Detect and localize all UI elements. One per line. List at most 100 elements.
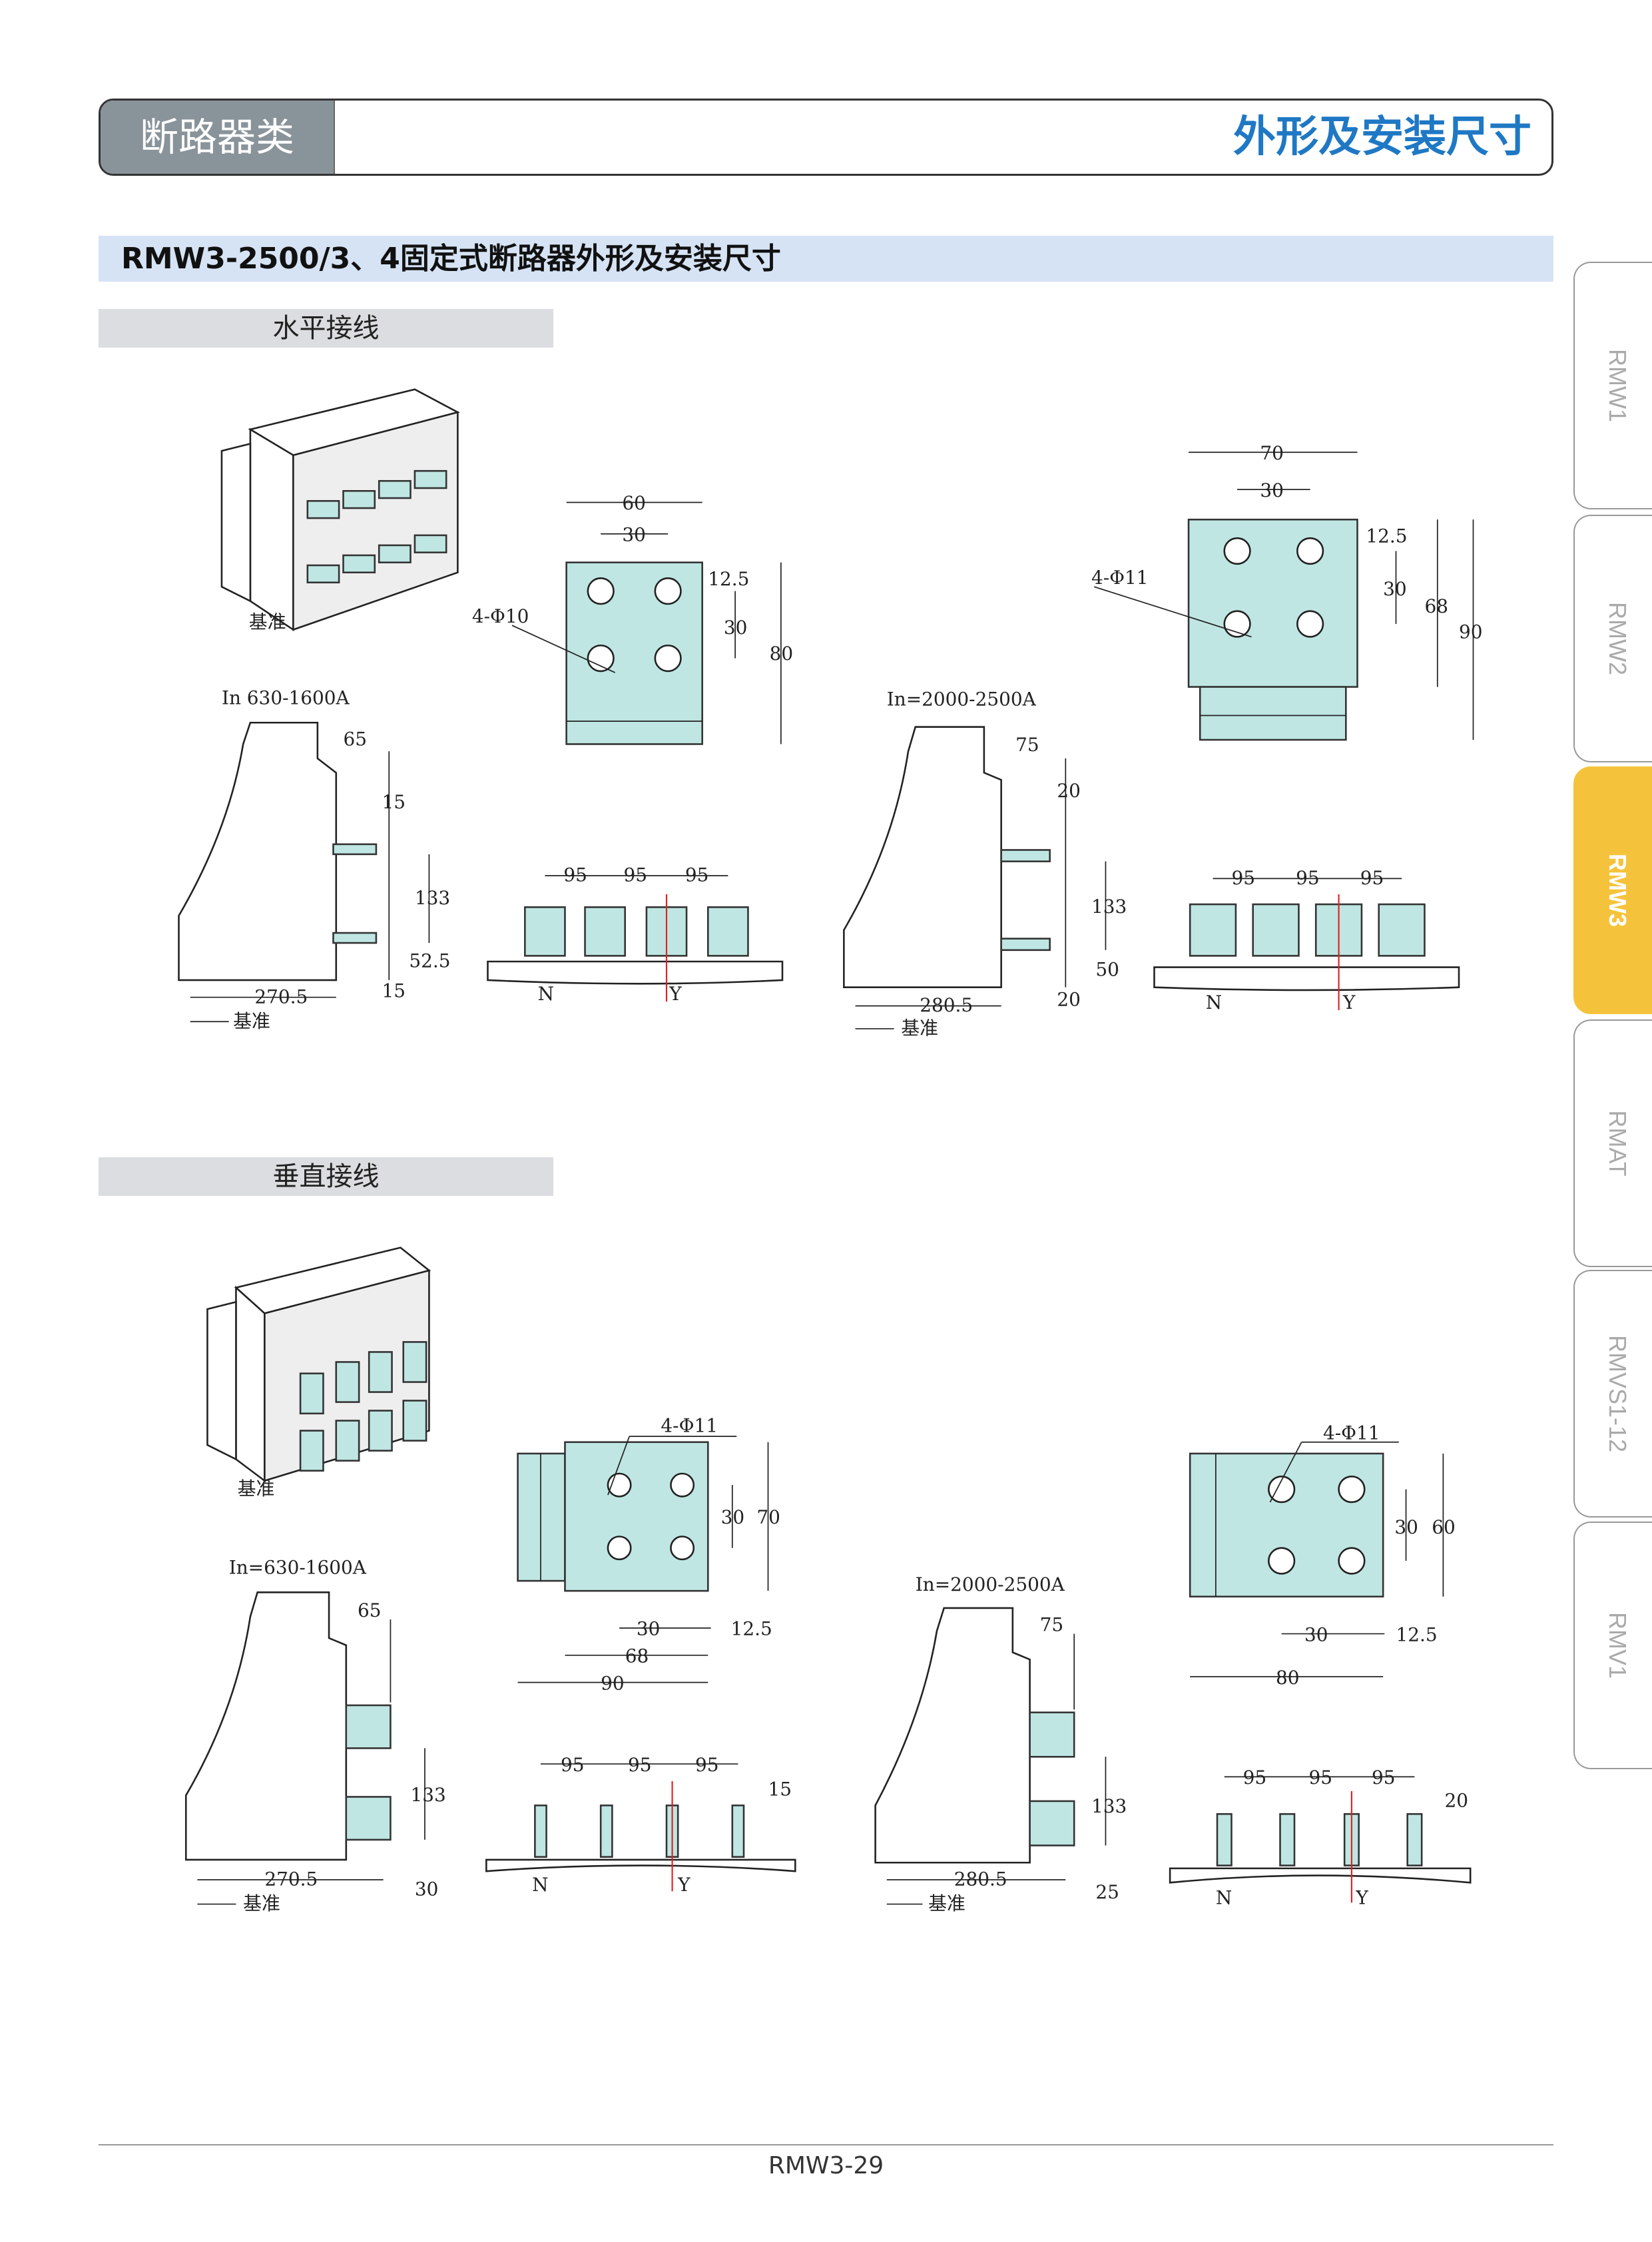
dim-label: 95 [1308,1767,1332,1789]
dim-label: 60 [1432,1516,1456,1538]
hole-spec-label: 4-Φ11 [661,1415,718,1437]
dim-label: 12.5 [1366,525,1407,547]
pole-label: Y [1342,991,1356,1013]
tab-rmw2[interactable]: RMW2 [1573,515,1652,762]
tab-rmw1[interactable]: RMW1 [1573,262,1652,509]
dim-label: 20 [1057,780,1081,802]
dim-label: 15 [382,791,406,813]
dim-label: 65 [358,1599,382,1621]
dim-label: 95 [1231,867,1255,889]
pole-label: Y [677,1874,690,1896]
dim-label: 80 [770,643,794,665]
side-view-1: 65 15 133 52.5 15 270.5 基准 [178,721,450,1032]
dim-label: 30 [415,1878,439,1900]
datum-label: 基准 [249,611,286,633]
dim-label: 95 [561,1754,585,1776]
busbar-view-2: 95 95 95 N Y [1153,867,1460,1013]
dim-label: 12.5 [1396,1623,1437,1645]
current-range-label: In=630-1600A [229,1556,367,1578]
subsection-vertical: 垂直接线 [99,1157,553,1196]
dim-label: 70 [1260,442,1284,464]
side-view-3: 65 133 270.5 基准 30 [184,1591,446,1914]
pole-label: N [1206,991,1222,1013]
terminal-plate-3: 4-Φ11 30 70 30 12.5 68 90 [517,1415,780,1694]
current-range-label: In 630-1600A [222,687,350,708]
dim-label: 133 [1091,896,1127,918]
dim-label: 15 [768,1778,792,1800]
hole-spec-label: 4-Φ11 [1323,1422,1380,1444]
busbar-view-3: 95 95 95 15 N Y [485,1754,796,1896]
dim-label: 95 [1360,867,1384,889]
side-view-2: 75 20 133 50 20 280.5 基准 [843,726,1127,1039]
pole-label: N [538,983,554,1005]
footer-divider [99,2144,1553,2145]
dim-label: 90 [1459,621,1483,643]
dim-label: 30 [637,1618,661,1640]
dim-label: 280.5 [920,994,973,1016]
dim-label: 133 [415,887,450,909]
tab-rmat[interactable]: RMAT [1573,1019,1652,1267]
dim-label: 68 [1424,595,1448,617]
busbar-view-4: 95 95 95 20 N Y [1169,1767,1472,1909]
terminal-plate-2: 70 30 12.5 30 68 90 4-Φ11 [1091,442,1483,741]
datum-label: 基准 [901,1017,938,1039]
side-view-4: 75 133 280.5 基准 25 [874,1607,1127,1914]
datum-label: 基准 [238,1478,275,1500]
dim-label: 75 [1040,1613,1064,1635]
dim-label: 95 [628,1754,652,1776]
datum-label: 基准 [233,1010,270,1032]
dim-label: 25 [1095,1881,1119,1903]
tab-rmw3[interactable]: RMW3 [1573,766,1652,1014]
dim-label: 60 [622,492,646,514]
current-range-label: In=2000-2500A [916,1573,1065,1595]
terminal-plate-4: 4-Φ11 30 60 30 12.5 80 [1189,1422,1456,1689]
hole-spec-label: 4-Φ10 [472,605,529,627]
datum-label: 基准 [928,1892,965,1914]
dim-label: 30 [1260,479,1284,501]
dim-label: 95 [624,864,648,886]
dim-label: 52.5 [409,950,450,972]
page-number: RMW3-29 [768,2152,884,2179]
dim-label: 95 [1372,1767,1396,1789]
page-header: 断路器类 外形及安装尺寸 [99,99,1553,176]
dim-label: 30 [1383,578,1407,600]
dim-label: 68 [625,1645,649,1667]
dim-label: 70 [756,1506,780,1528]
busbar-view-1: 95 95 95 N Y [487,864,784,1005]
dim-label: 280.5 [954,1868,1007,1890]
tab-rmv1[interactable]: RMV1 [1573,1522,1652,1769]
pole-label: Y [669,983,682,1005]
dim-label: 20 [1445,1789,1469,1811]
subsection-horizontal: 水平接线 [99,309,553,348]
dim-label: 65 [344,728,368,750]
tab-rmvs1-12[interactable]: RMVS1-12 [1573,1270,1652,1518]
dim-label: 75 [1015,734,1039,756]
datum-label: 基准 [243,1892,280,1914]
terminal-plate-1: 60 30 12.5 30 80 4-Φ10 [472,492,794,745]
dim-label: 133 [1091,1795,1127,1817]
dim-label: 95 [563,864,587,886]
pole-label: Y [1355,1887,1368,1909]
dim-label: 20 [1057,989,1081,1011]
dim-label: 270.5 [254,985,308,1007]
dim-label: 90 [601,1672,625,1694]
dim-label: 30 [724,617,748,639]
hole-spec-label: 4-Φ11 [1091,567,1149,589]
dim-label: 95 [695,1754,719,1776]
dim-label: 12.5 [708,568,749,590]
dim-label: 30 [1304,1623,1328,1645]
dim-label: 95 [1296,867,1320,889]
section-title: RMW3-2500/3、4固定式断路器外形及安装尺寸 [99,236,1553,282]
dim-label: 80 [1276,1667,1300,1689]
dim-label: 95 [685,864,709,886]
category-label: 断路器类 [101,101,335,174]
breaker-3d-horizontal: 基准 [220,388,460,633]
dim-label: 15 [382,980,406,1002]
dim-label: 30 [721,1506,745,1528]
dim-label: 270.5 [264,1868,318,1890]
dim-label: 12.5 [731,1618,772,1640]
dim-label: 95 [1243,1767,1267,1789]
dim-label: 133 [410,1784,445,1806]
page-title: 外形及安装尺寸 [1233,113,1531,162]
